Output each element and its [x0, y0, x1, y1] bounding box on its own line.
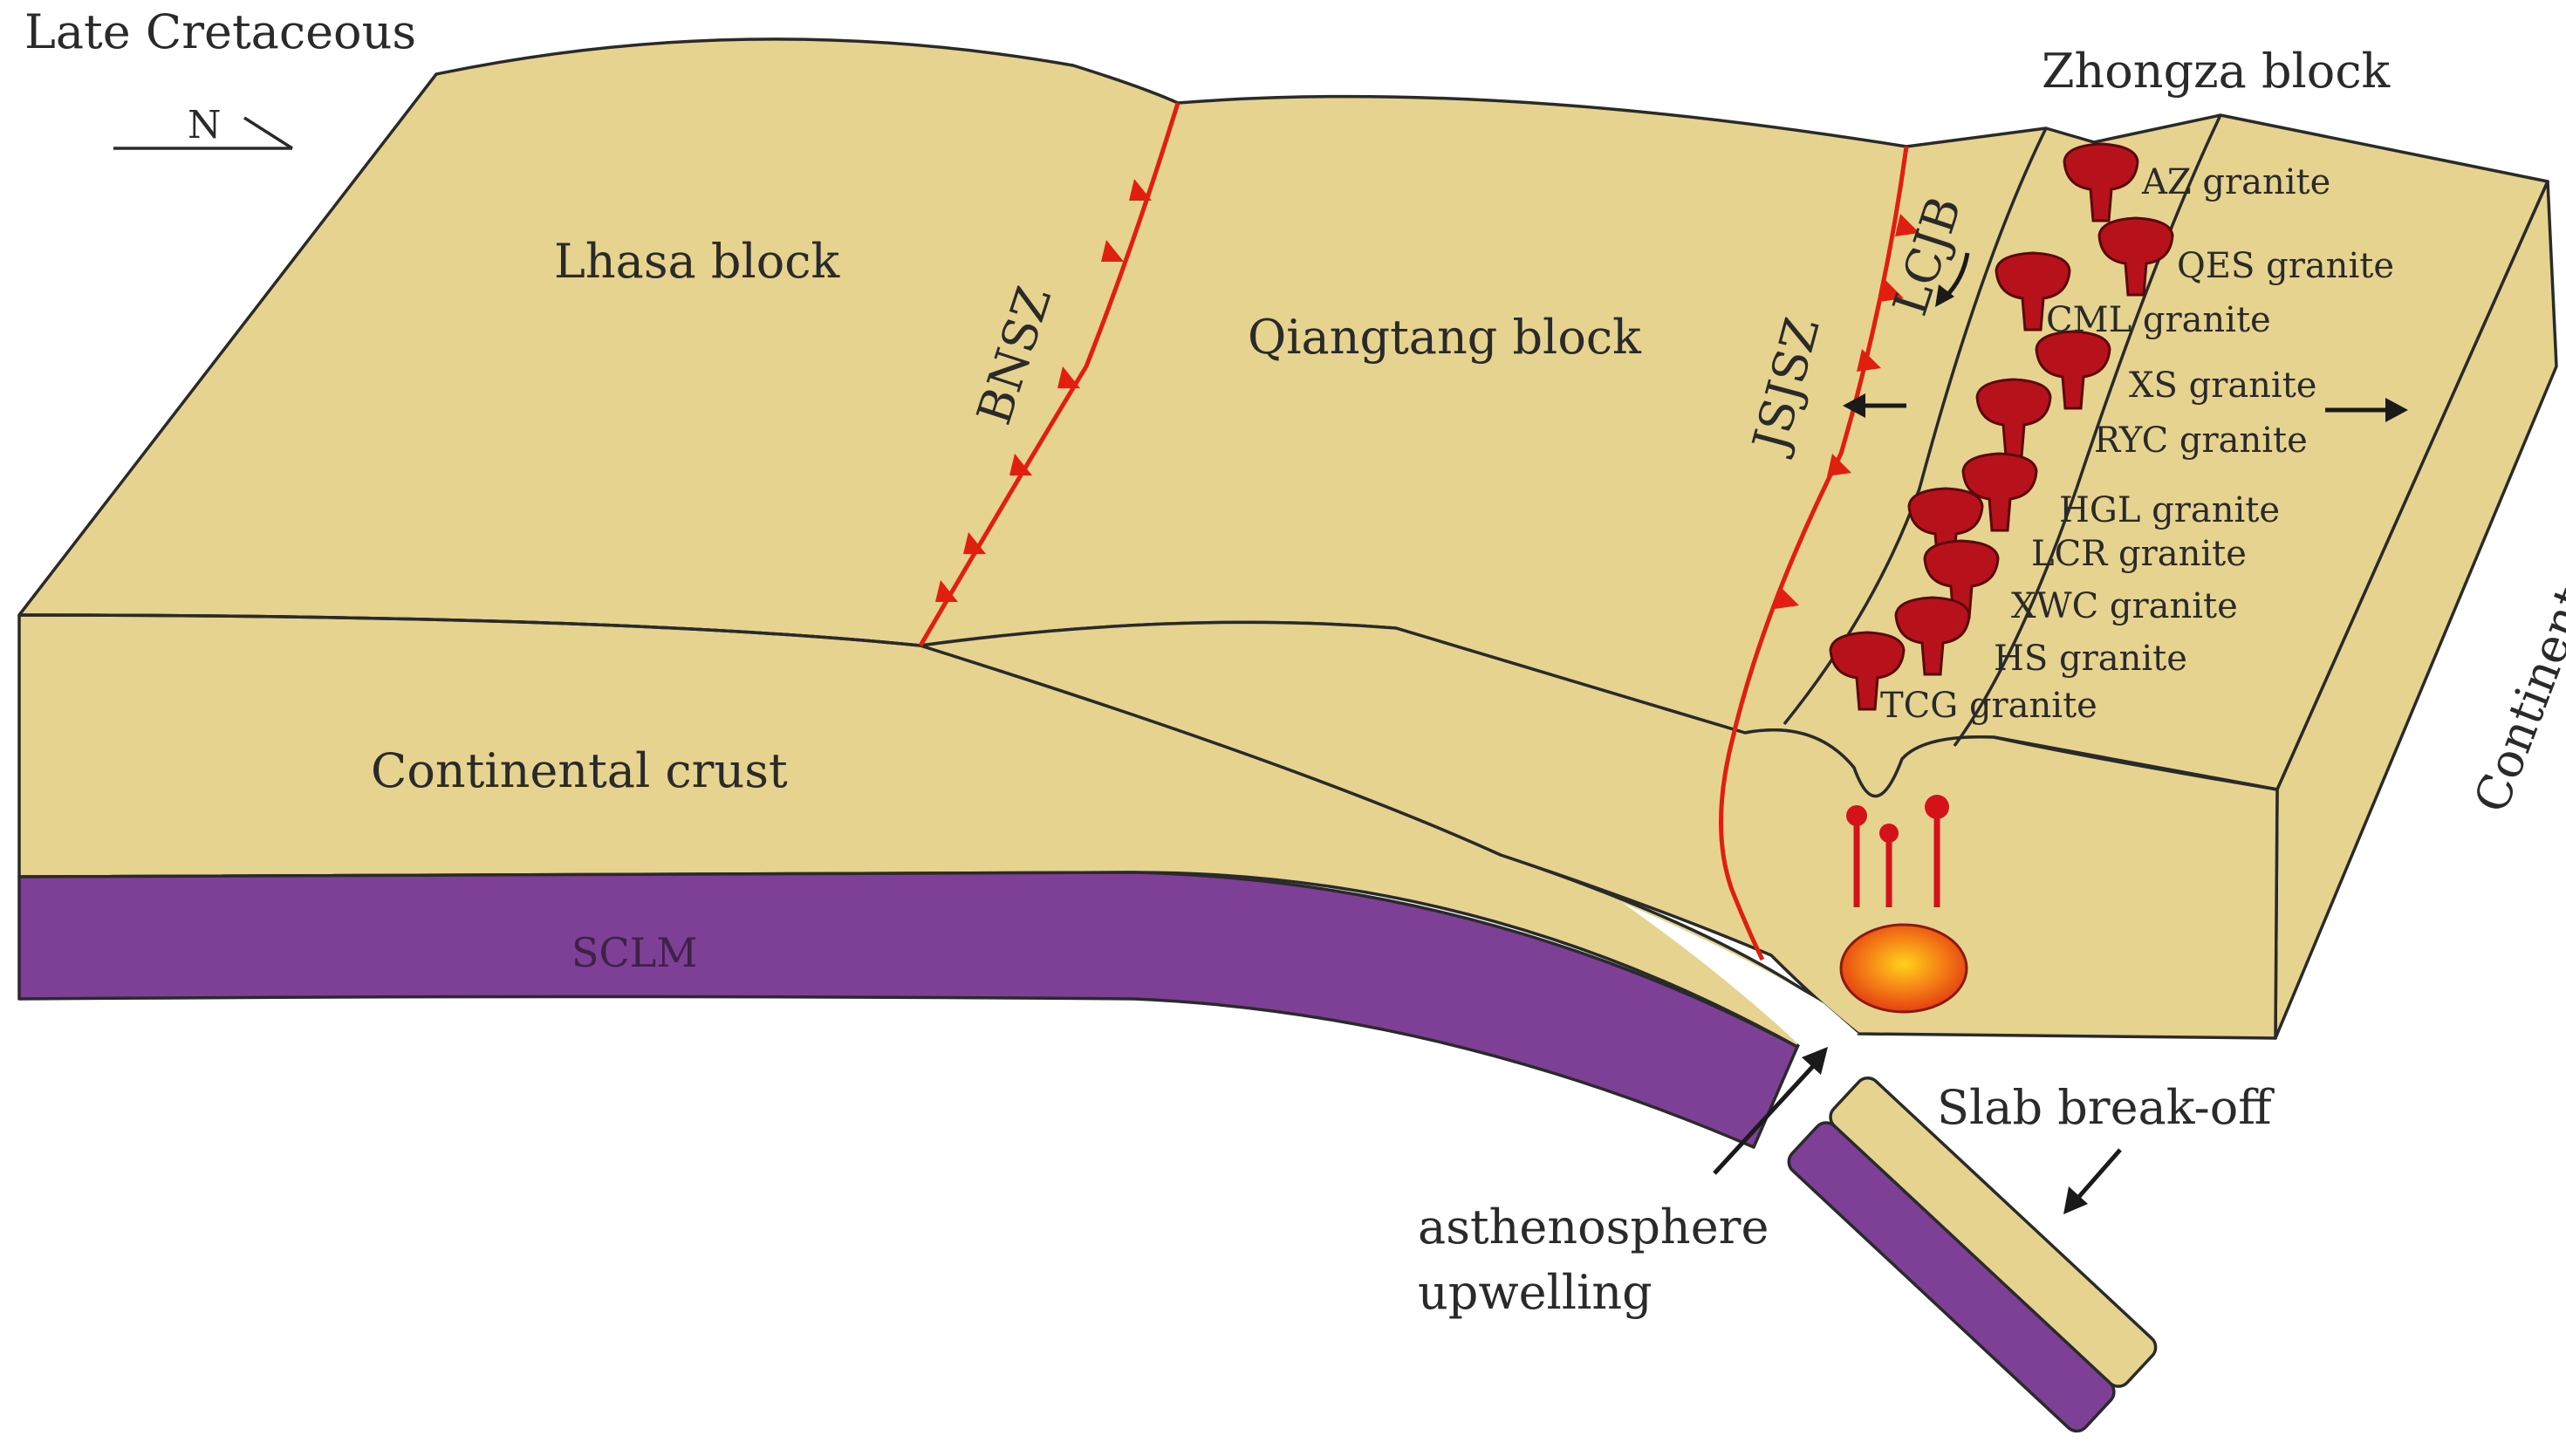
magma-chamber — [1839, 923, 1968, 1014]
asthenosphere-label-line2: upwelling — [1418, 1265, 1653, 1320]
slab-breakoff-arrow — [2063, 1148, 2122, 1214]
sclm-label: SCLM — [571, 929, 697, 976]
zhongza-east-boundary — [1953, 114, 2222, 748]
continental-crust-label-left: Continental crust — [371, 743, 788, 798]
asthenosphere-label-line1: asthenosphere — [1418, 1200, 1769, 1254]
sclm-layer — [17, 871, 1799, 1149]
bnsz-teeth — [935, 179, 1152, 602]
qiangtang-block-label: Qiangtang block — [1248, 310, 1642, 365]
jsjsz-suture-line — [1719, 146, 1909, 961]
right-front-edge — [1993, 735, 2278, 791]
granite-label-hs: HS granite — [1994, 639, 2187, 679]
granite-label-hgl: HGL granite — [2059, 490, 2280, 530]
lhasa-block-label: Lhasa block — [554, 234, 840, 289]
north-arrow: N — [113, 103, 293, 150]
broken-slab — [1787, 1077, 2158, 1433]
lhasa-qiangtang-boundary — [18, 613, 921, 647]
diagram-title: Late Cretaceous — [24, 4, 416, 59]
granite-label-az: AZ granite — [2141, 162, 2330, 202]
bnsz-suture-line — [918, 102, 1180, 647]
granite-label-xs: XS granite — [2129, 366, 2316, 406]
granite-label-lcr: LCR granite — [2031, 534, 2247, 574]
granite-label-tcg: TCG granite — [1880, 686, 2097, 726]
magma-ascent-arrows — [1846, 795, 1949, 907]
north-label: N — [188, 103, 222, 147]
granite-label-cml: CML granite — [2046, 300, 2271, 340]
jsjsz-teeth — [1775, 214, 1919, 609]
extension-arrow-right — [2325, 398, 2408, 422]
extension-arrow-left — [1843, 393, 1906, 418]
granite-label-xwc: XWC granite — [2011, 586, 2238, 626]
granite-label-ryc: RYC granite — [2094, 420, 2308, 461]
lcjb-pointer-arrow — [1935, 252, 1970, 307]
asthenosphere-upwelling-arrow — [1713, 1047, 1828, 1175]
zhongza-block-label: Zhongza block — [2042, 44, 2392, 99]
granite-labels: AZ granite QES granite CML granite XS gr… — [1880, 162, 2394, 726]
slab-breakoff-label: Slab break-off — [1937, 1080, 2275, 1135]
slab-gap — [1623, 903, 1858, 1051]
granite-label-qes: QES granite — [2177, 246, 2394, 286]
